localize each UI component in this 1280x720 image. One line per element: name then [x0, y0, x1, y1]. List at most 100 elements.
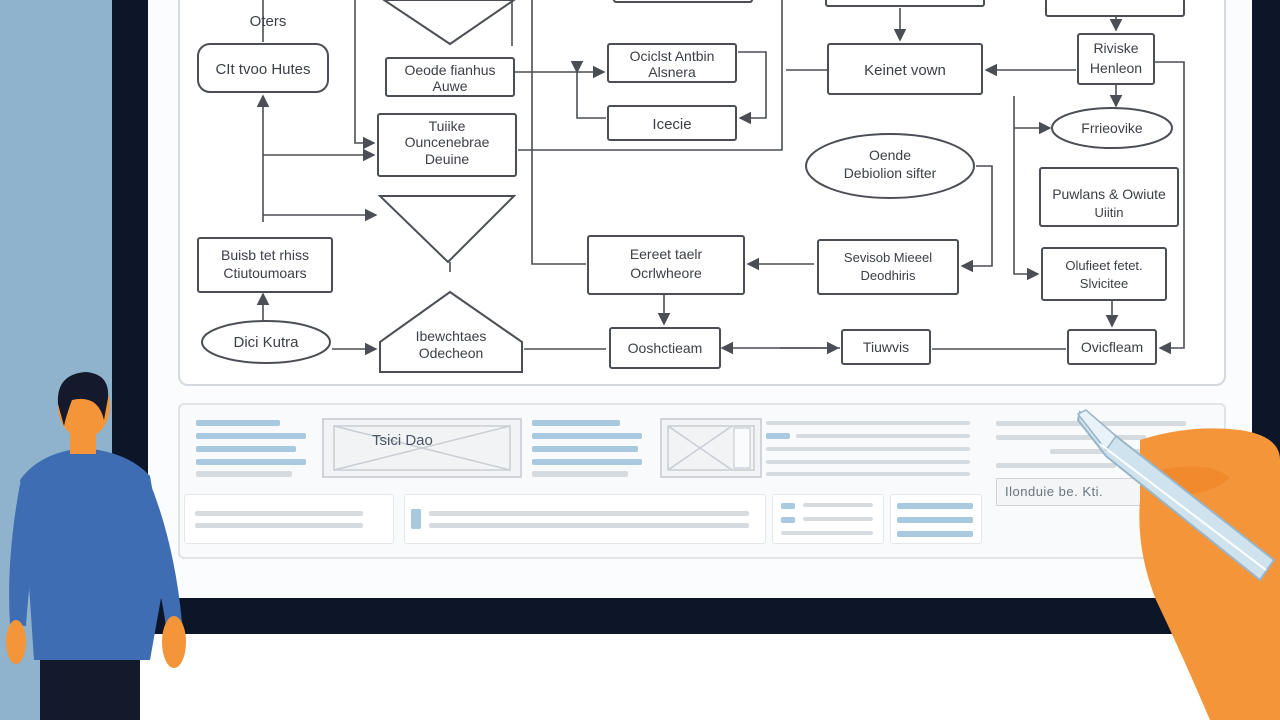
terminator-ellipse	[1051, 107, 1173, 149]
node-label: Ovicfleam	[1081, 339, 1143, 355]
node-label: Oeode fianhus	[404, 62, 495, 78]
connectors	[256, 0, 1185, 356]
node-label: Slvicitee	[1080, 276, 1128, 291]
terminator-ellipse	[805, 133, 975, 199]
list-item[interactable]	[772, 494, 884, 544]
node-label: Puwlans & Owiute	[1052, 186, 1166, 202]
process-box	[1041, 247, 1167, 301]
image-thumbnail[interactable]	[660, 418, 762, 478]
node-label: Ctiutoumoars	[223, 265, 306, 281]
connector	[576, 72, 606, 119]
hand-with-pen-illustration	[1076, 409, 1280, 720]
node-label: Deuine	[425, 151, 470, 167]
text-line	[532, 471, 628, 477]
text-line	[532, 446, 638, 452]
text-line	[897, 503, 973, 509]
hair	[57, 372, 109, 426]
text-line	[196, 433, 306, 439]
terminator	[197, 43, 329, 93]
process-box	[827, 43, 983, 95]
shapes	[197, 0, 1185, 373]
text-line	[803, 517, 873, 521]
node-label: Dici Kutra	[233, 334, 299, 351]
right-hand	[162, 616, 186, 668]
node-label: Frrieovike	[1081, 120, 1143, 136]
connector	[1013, 96, 1040, 281]
process-box	[825, 0, 985, 7]
list-item[interactable]	[890, 494, 982, 544]
text-line	[195, 523, 363, 528]
text-line	[766, 421, 970, 425]
process-box	[607, 43, 737, 83]
node-label: Henleon	[1090, 60, 1142, 76]
text-line	[196, 459, 306, 465]
text-line	[196, 446, 296, 452]
text-line	[781, 531, 873, 535]
list-item[interactable]	[404, 494, 766, 544]
shirt	[20, 448, 166, 660]
thumbnail-label: Tsici Dao	[372, 432, 433, 449]
text-line	[897, 531, 973, 537]
decision-diamond	[377, 195, 517, 264]
process-box	[613, 0, 753, 3]
node-label: Olufieet fetet.	[1065, 258, 1142, 273]
text-line	[196, 471, 292, 477]
node-label: Ibewchtaes	[416, 328, 487, 344]
process-box	[377, 113, 517, 177]
connector	[354, 0, 376, 150]
node-label: Ooshctieam	[628, 340, 703, 356]
text-line	[803, 503, 873, 507]
process-box	[1039, 167, 1179, 227]
text-line	[532, 433, 642, 439]
node-label: Buisb tet rhiss	[221, 247, 309, 263]
text-line	[532, 420, 620, 426]
text-line	[429, 523, 749, 528]
node-label: Uiitin	[1095, 205, 1124, 220]
text-line	[781, 517, 795, 523]
process-box	[609, 327, 721, 369]
connector	[960, 165, 993, 273]
connector	[518, 0, 783, 151]
text-line	[411, 509, 421, 529]
text-line	[996, 435, 1146, 440]
node-label: Eereet taelr	[630, 246, 703, 262]
text-line	[429, 511, 749, 516]
text-line	[766, 447, 970, 451]
node-labels: Oters CIt tvoo Hutes Oeode fianhus Auwe …	[215, 13, 1166, 361]
process-box	[587, 235, 745, 295]
node-label: Tuiike	[429, 118, 466, 134]
node-label: Deodhiris	[861, 268, 916, 283]
text-line	[766, 460, 970, 464]
caption-text: Ilonduie be. Kti.	[1005, 484, 1104, 499]
left-hand	[6, 620, 26, 664]
text-line	[897, 517, 973, 523]
text-line	[196, 420, 280, 426]
text-line	[781, 503, 795, 509]
process-box	[817, 239, 959, 295]
text-line	[532, 459, 642, 465]
list-item[interactable]	[184, 494, 394, 544]
right-arm	[138, 478, 182, 626]
text-line	[195, 511, 363, 516]
process-box	[607, 105, 737, 141]
process-box	[841, 329, 931, 365]
person-illustration	[6, 372, 186, 720]
node-label: Icecie	[652, 116, 691, 133]
node-label: Alsnera	[648, 64, 696, 80]
image-placeholder-icon	[333, 425, 511, 471]
text-line	[996, 463, 1116, 468]
node-label: Ociclst Antbin	[630, 48, 715, 64]
node-label: Odecheon	[419, 345, 484, 361]
node-label: Tiuwvis	[863, 339, 909, 355]
node-label: Ocrlwheore	[630, 265, 702, 281]
image-thumbnail[interactable]: Tsici Dao	[322, 418, 522, 478]
decision-diamond-top	[382, 0, 516, 46]
process-box	[1077, 33, 1155, 85]
text-line	[766, 472, 970, 476]
connector	[1154, 61, 1185, 355]
node-label: Keinet vown	[864, 62, 946, 79]
node-label: Debiolion sifter	[844, 165, 937, 181]
connector	[738, 51, 767, 125]
text-line	[766, 433, 790, 439]
